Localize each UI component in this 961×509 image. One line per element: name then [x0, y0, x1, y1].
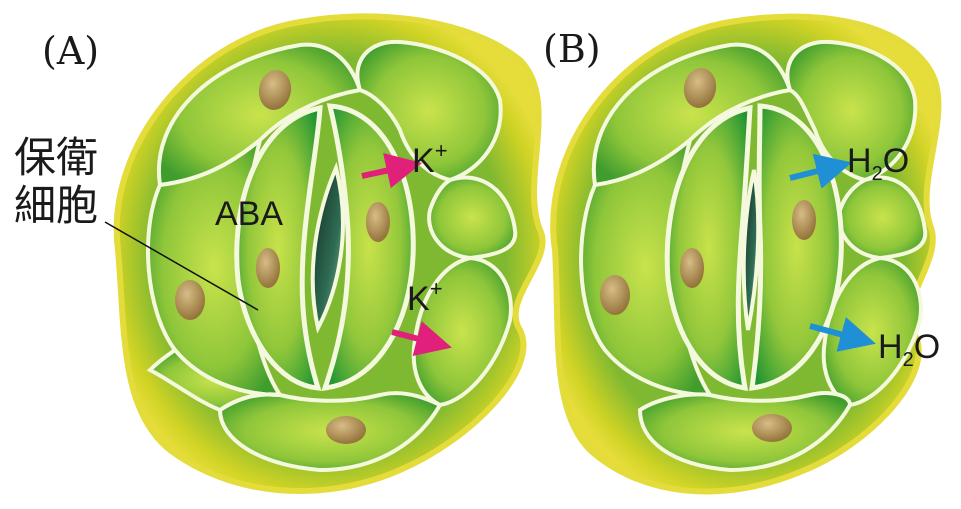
k-ion-charge-bottom: + [430, 276, 443, 301]
panel-b: (B) H2O H2O [543, 17, 940, 492]
h2o-label-top-h: H [847, 142, 872, 180]
k-ion-label-top: K [412, 142, 435, 180]
k-ion-charge-top: + [435, 138, 448, 163]
panel-label-a: (A) [42, 29, 99, 73]
h2o-label-top-sub: 2 [872, 163, 883, 185]
guard-cell-label-line1: 保衛 [14, 133, 98, 182]
h2o-label-top-o: O [883, 142, 909, 180]
aba-label: ABA [215, 195, 283, 233]
h2o-label-bottom-h: H [878, 328, 903, 366]
panel-a: (A) 保衛 細胞 ABA K+ K+ [14, 16, 543, 491]
h2o-label-bottom-o: O [914, 328, 940, 366]
guard-cell-label-line2: 細胞 [14, 181, 98, 230]
k-ion-label-bottom: K [407, 280, 430, 318]
panel-label-b: (B) [543, 27, 601, 71]
h2o-label-bottom-sub: 2 [903, 349, 914, 371]
